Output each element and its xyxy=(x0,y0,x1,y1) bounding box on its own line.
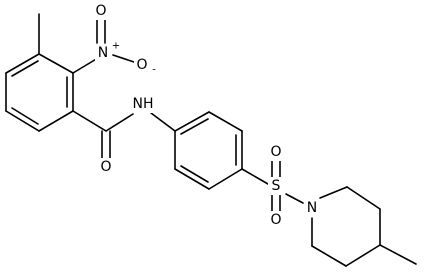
atom-sulfonyl-o-bottom: O xyxy=(270,212,281,228)
bond-ring2-c1-c2-inner xyxy=(180,118,209,135)
atom-labels: N + O O - NH O S O O N xyxy=(93,2,320,229)
bonds xyxy=(5,13,417,267)
bond-sulfur-piperidine-n xyxy=(285,193,304,204)
atom-sulfonyl-o-top: O xyxy=(270,144,281,160)
bond-ring2-sulfur xyxy=(241,168,269,185)
charge-nitro-n-plus: + xyxy=(112,41,120,52)
bond-nh-ring2 xyxy=(150,112,176,132)
bond-ring1-c3-c4 xyxy=(38,110,74,132)
bond-ring2-c5-c6 xyxy=(174,168,210,190)
bond-ring1-c1-c2 xyxy=(38,53,74,74)
bond-ring1-c4-c5-inner xyxy=(11,107,39,125)
charge-nitro-o-minus: - xyxy=(152,65,156,76)
bond-methyl-piperidine xyxy=(379,244,417,265)
bond-piperidine-c5-c6 xyxy=(311,245,347,267)
bond-ring1-c6-c1-inner xyxy=(11,60,39,77)
bond-piperidine-n-c2 xyxy=(319,186,348,199)
bond-carbonyl-c-nh xyxy=(105,113,134,132)
bond-ring1-c6-c1 xyxy=(5,53,40,74)
atom-nitro-o-single: O xyxy=(136,57,147,73)
bond-ring2-c1-c2 xyxy=(174,111,210,132)
bond-ring2-c4-c5 xyxy=(208,168,243,190)
atom-amide-nh: NH xyxy=(133,96,154,112)
atom-nitro-o-double: O xyxy=(95,3,106,19)
bond-ring1-carbonyl-c xyxy=(72,110,107,132)
atom-sulfur: S xyxy=(272,178,281,194)
atom-piperidine-n: N xyxy=(307,200,317,216)
bond-ring1-c4-c5 xyxy=(5,110,40,132)
bond-piperidine-c2-c3 xyxy=(346,186,381,210)
bond-ring2-c2-c3 xyxy=(208,111,243,132)
atom-nitro-n: N xyxy=(98,45,108,61)
bond-piperidine-c4-c5 xyxy=(345,244,381,267)
bond-ring2-c5-c6-inner xyxy=(180,165,209,183)
bond-nitro-n-o-single xyxy=(112,54,135,63)
atom-amide-o: O xyxy=(100,159,111,175)
